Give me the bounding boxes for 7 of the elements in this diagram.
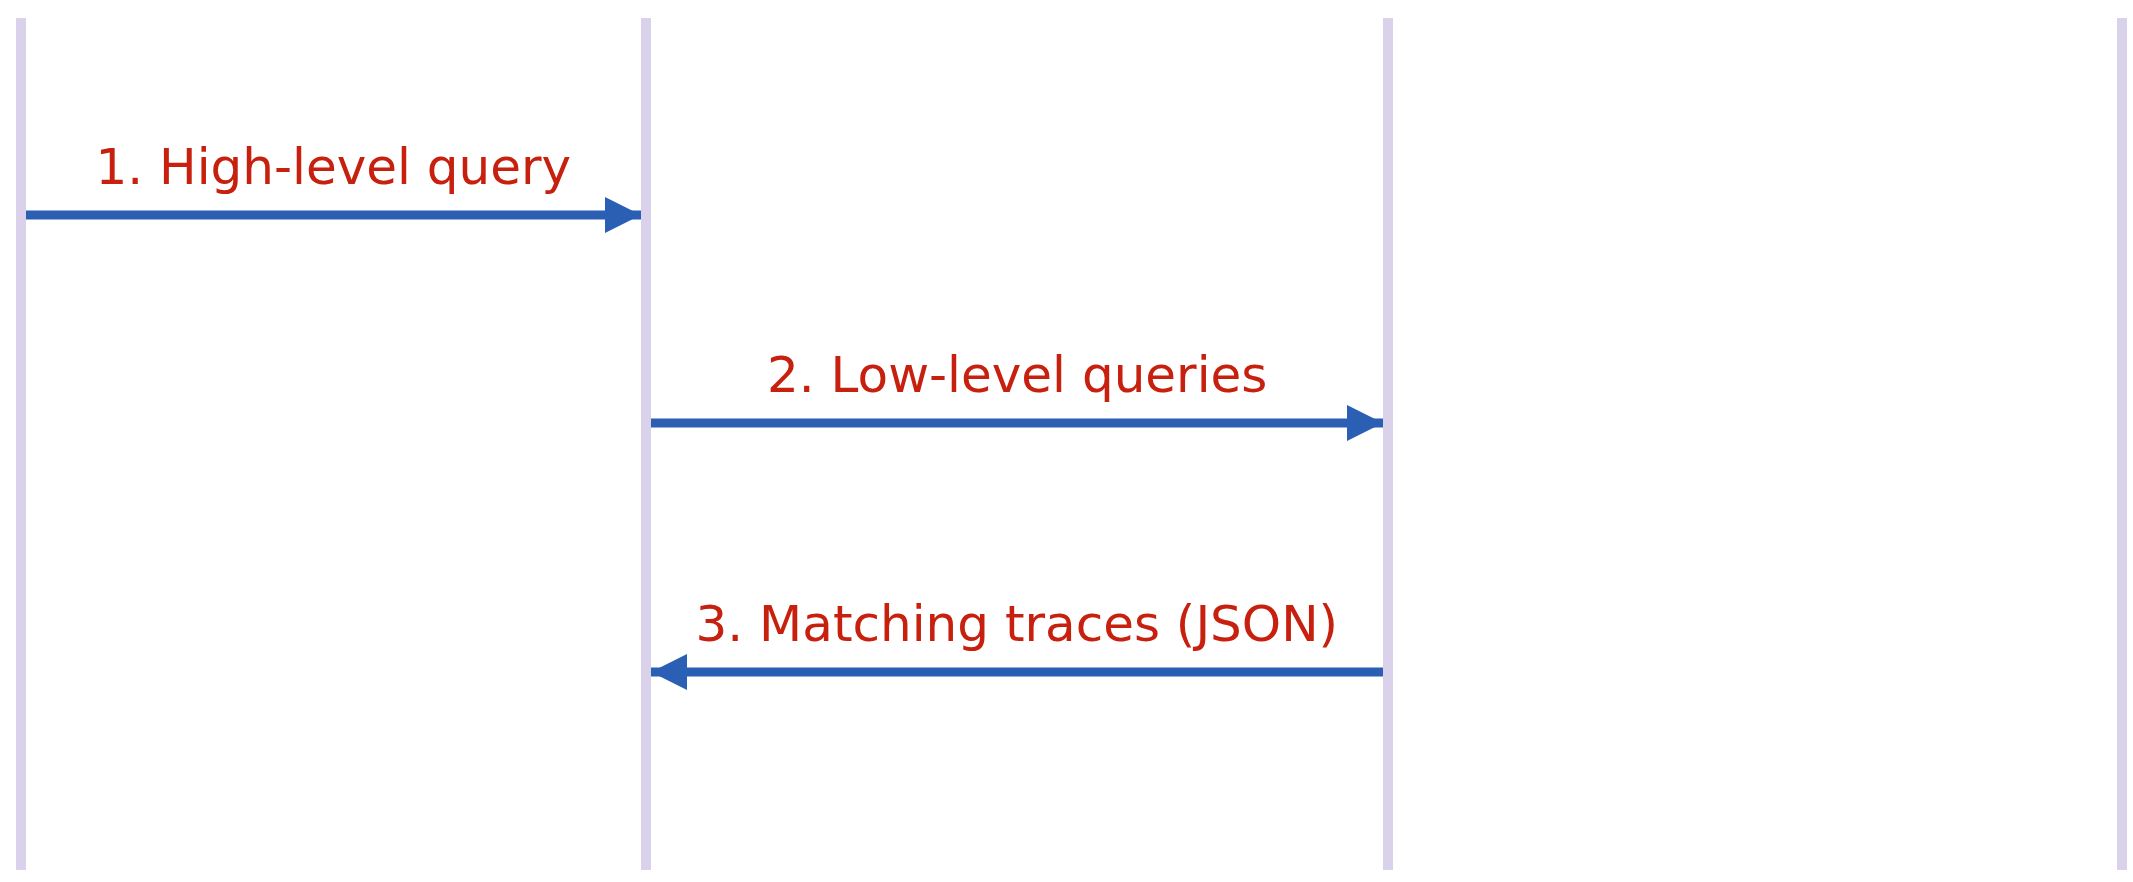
arrow <box>26 197 641 233</box>
lifeline-bar <box>1383 18 1393 870</box>
lifeline-bar <box>2117 18 2127 870</box>
lifeline-bar <box>16 18 26 870</box>
arrow <box>651 654 1383 690</box>
lifeline-bar <box>641 18 651 870</box>
arrow <box>651 405 1383 441</box>
